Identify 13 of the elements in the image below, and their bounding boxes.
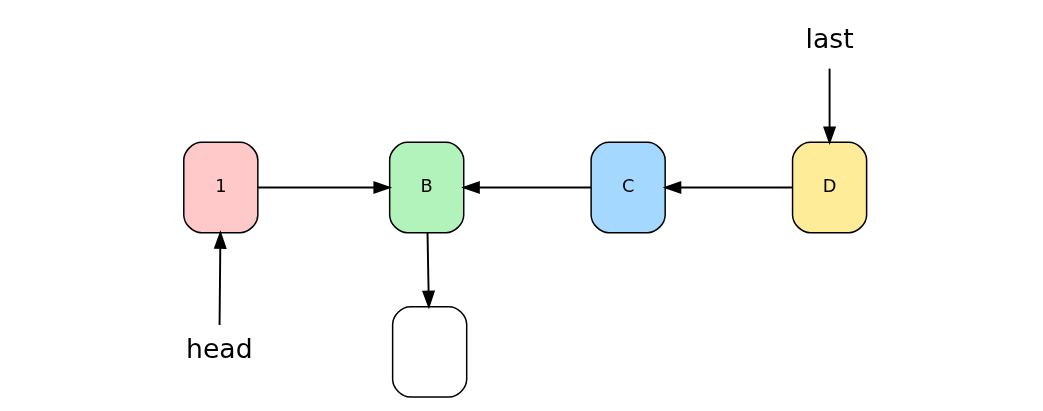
- node-box: 1: [183, 141, 259, 233]
- arrow: [422, 231, 436, 309]
- arrow: [257, 180, 393, 194]
- node-box: D: [791, 141, 868, 233]
- arrow: [662, 180, 794, 194]
- node-text: last: [805, 22, 854, 54]
- arrow: [823, 67, 837, 145]
- node-box: B: [388, 141, 465, 233]
- node-box: C: [590, 141, 666, 233]
- arrow: [461, 180, 592, 194]
- node-text: head: [186, 332, 253, 364]
- node-box: [391, 305, 468, 398]
- arrow: [213, 229, 227, 326]
